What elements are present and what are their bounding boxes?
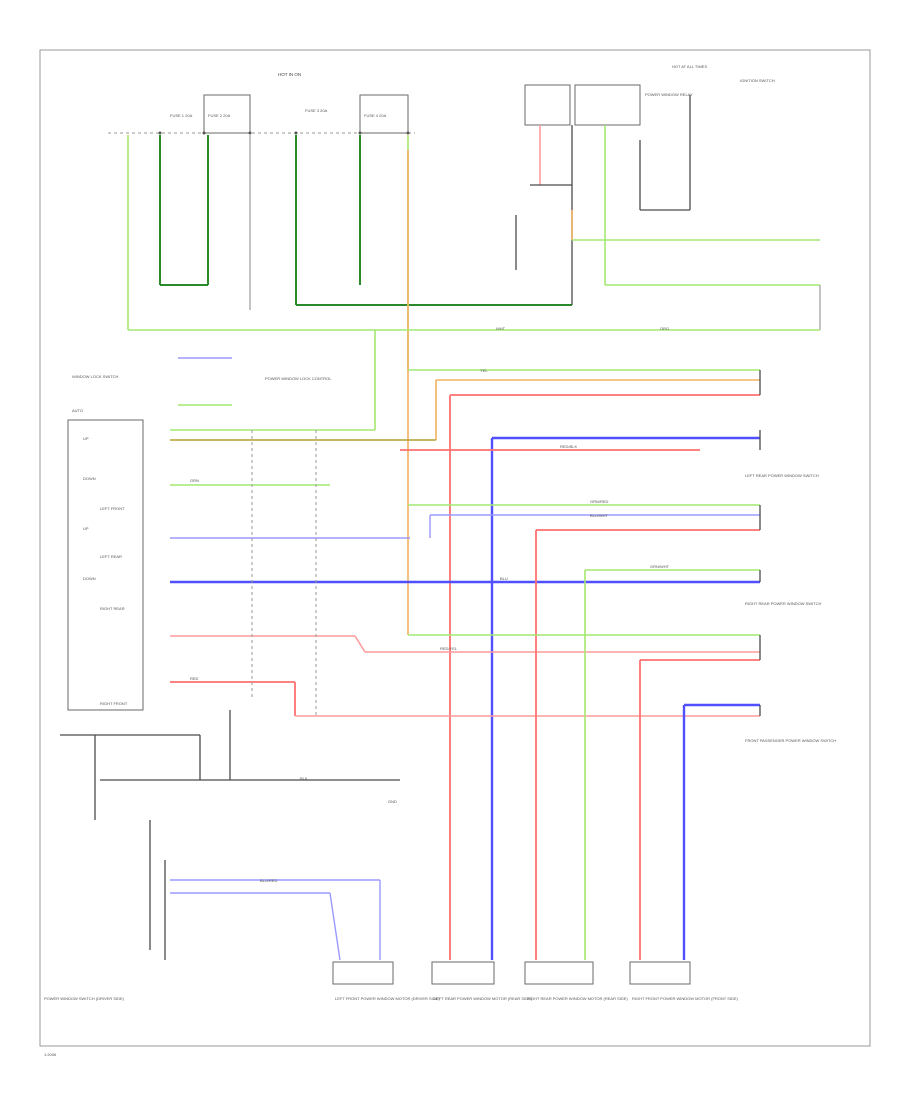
- pw-switch-label: FRONT PASSENGER POWER WINDOW SWITCH: [745, 738, 836, 743]
- window-lock-label: WINDOW LOCK SWITCH: [72, 374, 119, 379]
- wire-code-red-blk: RED/BLK: [560, 444, 577, 449]
- relay-label: POWER WINDOW RELAY: [645, 92, 693, 97]
- up-label-1: UP: [83, 436, 89, 441]
- up-label-2: UP: [83, 526, 89, 531]
- motor-rf-label: RIGHT FRONT POWER WINDOW MOTOR (FRONT SI…: [632, 996, 739, 1001]
- fuse-4-label: FUSE 4 20A: [364, 113, 387, 118]
- wire-code-blu: BLU: [500, 576, 508, 581]
- bottom-left-caption: POWER WINDOW SWITCH (DRIVER SIDE): [44, 996, 125, 1001]
- wire-code-blu-wht: BLU/WHT: [590, 513, 609, 518]
- power-window-relay: POWER WINDOW RELAY HOT AT ALL TIMES IGNI…: [524, 64, 775, 211]
- fuse-box-label: HOT IN ON: [278, 72, 301, 77]
- fuse-2-label: FUSE 2 20A: [208, 113, 231, 118]
- motor-right-rear: RIGHT REAR POWER WINDOW MOTOR (REAR SIDE…: [524, 961, 628, 1001]
- wire-code-blk: BLK: [300, 776, 308, 781]
- diagram-frame: [39, 49, 871, 1047]
- wire-code-org: ORG: [660, 326, 669, 331]
- wire-code-blu-red: BLU/RED: [260, 878, 277, 883]
- motor-rr-label: RIGHT REAR POWER WINDOW MOTOR (REAR SIDE…: [527, 996, 628, 1001]
- ignition-switch-label: IGNITION SWITCH: [740, 78, 775, 83]
- motor-lr-label: LEFT REAR POWER WINDOW MOTOR (REAR SIDE): [434, 996, 533, 1001]
- wire-code-grn: GRN: [190, 478, 199, 483]
- lr-switch-label: LEFT REAR POWER WINDOW SWITCH: [745, 473, 819, 478]
- motor-left-rear: LEFT REAR POWER WINDOW MOTOR (REAR SIDE): [431, 961, 533, 1001]
- auto-label: AUTO: [72, 408, 83, 413]
- down-label-2: DOWN: [83, 576, 96, 581]
- footer-code: 1:2006: [44, 1052, 57, 1057]
- wire-code-red-yel: RED/YEL: [440, 646, 458, 651]
- right-rear-label: RIGHT REAR: [100, 606, 125, 611]
- fuse-1-label: FUSE 1 20A: [170, 113, 193, 118]
- left-rear-label: LEFT REAR: [100, 554, 122, 559]
- main-window-switch: WINDOW LOCK SWITCH AUTO LEFT FRONT LEFT …: [67, 374, 144, 711]
- fuse-3-label: FUSE 3 20A: [305, 108, 328, 113]
- right-front-label: RIGHT FRONT: [100, 701, 128, 706]
- fuse-box: HOT IN ON FUSE 1 20A FUSE 2 20A FUSE 3 2…: [108, 72, 415, 135]
- ground-label: GND: [388, 799, 397, 804]
- wire-code-wht: WHT: [496, 326, 506, 331]
- wire-code-red: RED: [190, 676, 199, 681]
- power-window-lock-ctrl-label: POWER WINDOW LOCK CONTROL: [265, 376, 332, 381]
- wire-code-grn-wht: GRN/WHT: [650, 564, 670, 569]
- hot-at-all-times-label: HOT AT ALL TIMES: [672, 64, 707, 69]
- wire-code-grn-red: GRN/RED: [590, 499, 609, 504]
- rr-switch-label: RIGHT REAR POWER WINDOW SWITCH: [745, 601, 821, 606]
- motor-right-front: RIGHT FRONT POWER WINDOW MOTOR (FRONT SI…: [629, 961, 739, 1001]
- left-front-label: LEFT FRONT: [100, 506, 125, 511]
- motor-lf-label: LEFT FRONT POWER WINDOW MOTOR (DRIVER SI…: [335, 996, 440, 1001]
- down-label-1: DOWN: [83, 476, 96, 481]
- motor-left-front: LEFT FRONT POWER WINDOW MOTOR (DRIVER SI…: [332, 961, 440, 1001]
- wire-code-yel: YEL: [480, 368, 488, 373]
